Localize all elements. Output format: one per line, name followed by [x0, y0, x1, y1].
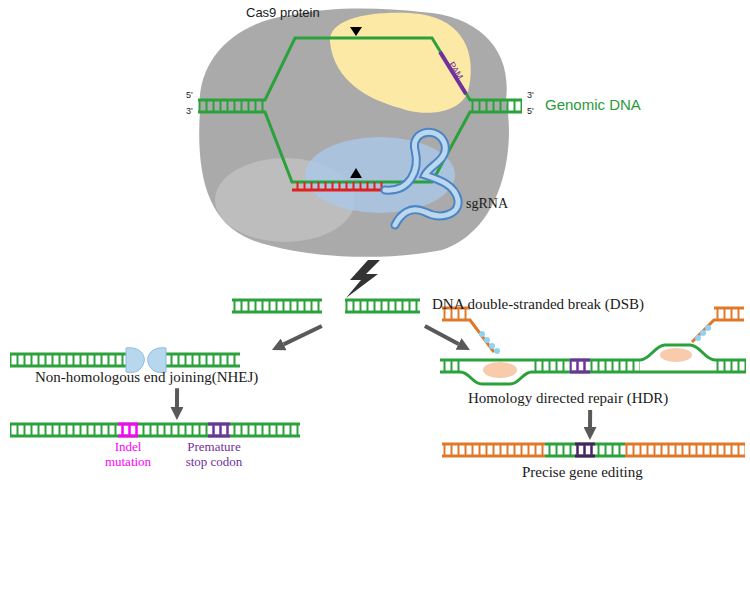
ku-protein — [148, 348, 166, 373]
strand-end-label: 3' — [186, 106, 193, 116]
hdr-result-dna — [442, 444, 745, 456]
rna-label: sgRNA — [466, 196, 508, 212]
node-label: Precise gene editing — [522, 464, 643, 481]
sgrna-scaffold — [385, 132, 458, 225]
rna-rungs — [292, 182, 385, 190]
node-label: DNA double-stranded break (DSB) — [432, 296, 644, 313]
process-group: Homology directed repair (HDR) — [438, 350, 746, 410]
strand-end-label: 5' — [186, 90, 193, 100]
process-group: Precise gene editing — [440, 440, 746, 486]
lightning-symbol — [346, 260, 380, 298]
dna-top-strand — [198, 38, 522, 100]
dna-rungs — [470, 100, 522, 112]
cut-site-marker — [350, 168, 362, 178]
cut-site-marker — [350, 27, 362, 36]
dna-rungs — [198, 100, 265, 112]
node-label: Non-homologous end joining(NHEJ) — [35, 369, 258, 386]
cas9-complex — [198, 9, 522, 257]
repair-protein — [660, 348, 692, 362]
strand-end-label: 5' — [527, 106, 534, 116]
nhej-dna — [10, 348, 240, 373]
pam-segment — [440, 52, 466, 94]
process-arrow — [425, 326, 459, 344]
dna-bottom-strand — [198, 112, 522, 182]
sgrna-scaffold-fill — [385, 132, 458, 225]
process-group: Non-homologous end joining(NHEJ) — [8, 350, 298, 388]
cas9-protein-shape — [199, 9, 509, 257]
node-label: Cas9 protein — [246, 6, 320, 21]
strand-end-label: 3' — [527, 90, 534, 100]
process-group: DNA double-stranded break (DSB) — [228, 290, 688, 326]
cas9-yellow-lobe — [330, 13, 471, 113]
dna-label: Genomic DNA — [545, 96, 641, 113]
process-arrow — [175, 388, 179, 407]
pam-label: PAM — [446, 60, 465, 81]
process-arrow — [284, 326, 322, 344]
process-group: Indel mutation Premature stop codon — [8, 420, 308, 492]
node-label: Homology directed repair (HDR) — [468, 390, 668, 407]
nhej-result-dna — [10, 424, 300, 436]
node-label: Indel mutation — [98, 440, 158, 470]
process-group: Cas9 protein — [240, 3, 336, 25]
process-arrow — [588, 410, 592, 427]
dsb-dna — [232, 300, 420, 312]
ku-protein — [126, 348, 144, 373]
repair-protein — [483, 362, 517, 378]
rna-guide-strand — [292, 189, 386, 192]
node-label: Premature stop codon — [178, 440, 250, 470]
hdr-dna — [440, 308, 746, 384]
